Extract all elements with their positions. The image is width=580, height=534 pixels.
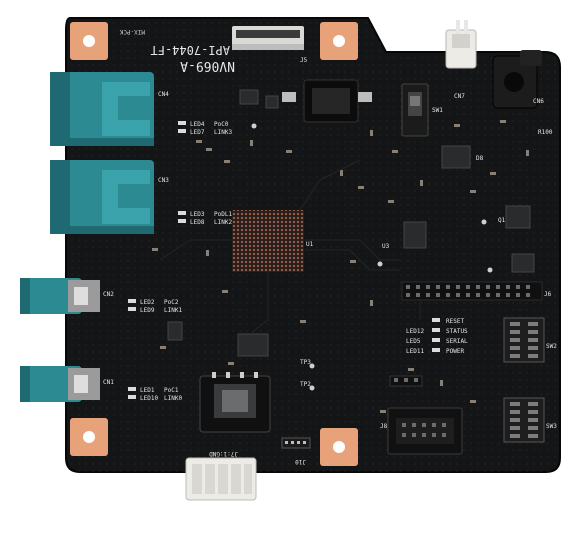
dc-jack-cn6: CN6 — [492, 50, 544, 109]
board-title-line1: NV069-A — [180, 58, 235, 73]
label-u1: U1 — [306, 241, 314, 248]
label-led10: LED10 — [140, 395, 158, 402]
maker-mark: MIX-PCK — [119, 28, 145, 35]
label-j7: J7:1:GND — [209, 450, 238, 457]
label-podl1: PoDL1 — [214, 211, 232, 218]
label-led4: LED4 — [190, 121, 205, 128]
dip-switch-sw2: SW2 — [503, 317, 557, 363]
bga-chip-u1: U1 — [232, 210, 314, 272]
status-led-block: RESET LED12 STATUS LED5 SERIAL LED11 POW… — [406, 318, 468, 355]
label-led11: LED11 — [406, 348, 424, 355]
label-j10: J10 — [295, 458, 306, 465]
label-sw3: SW3 — [546, 423, 557, 430]
connector-j10: J10 — [281, 437, 311, 465]
led-labels-left: LED4 PoC0 LED7 LINK3 LED3 PoDL1 LED8 LIN… — [140, 121, 232, 402]
board-title-line2: API-7044-FT — [151, 43, 230, 57]
fakra-connector-cn3: CN3 — [50, 160, 169, 234]
label-sw2: SW2 — [546, 343, 557, 350]
dip-switch-sw3: SW3 — [503, 397, 557, 443]
trace-lines — [159, 159, 421, 335]
label-j6: J6 — [544, 291, 552, 298]
passive-components — [152, 120, 529, 413]
fakra-connector-cn2: CN2 — [20, 278, 114, 314]
label-status: STATUS — [446, 328, 468, 335]
label-led9: LED9 — [140, 307, 155, 314]
label-d8: D8 — [476, 155, 484, 162]
slide-switch-sw1: SW1 — [401, 83, 443, 137]
label-poc1: PoC1 — [164, 387, 179, 394]
label-led5: LED5 — [406, 338, 421, 345]
fakra-connector-cn4: CN4 — [50, 72, 169, 146]
label-led7: LED7 — [190, 129, 205, 136]
label-led8: LED8 — [190, 219, 205, 226]
label-link1: LINK1 — [164, 307, 182, 314]
ffc-connector-j5: J5 — [232, 26, 308, 64]
label-cn6: CN6 — [533, 98, 544, 105]
label-led2: LED2 — [140, 299, 155, 306]
label-cn2: CN2 — [103, 291, 114, 298]
connector-j9 — [199, 372, 271, 433]
label-link0: LINK0 — [164, 395, 182, 402]
label-cn4: CN4 — [158, 91, 169, 98]
ic-packages — [167, 89, 535, 357]
label-j5: J5 — [300, 57, 308, 64]
test-points — [251, 123, 493, 391]
label-reset: RESET — [446, 318, 464, 325]
smd-leds — [128, 121, 186, 399]
label-cn7: CN7 — [454, 93, 465, 100]
label-led1: LED1 — [140, 387, 155, 394]
label-j8: J8 — [380, 423, 388, 430]
pin-header-j6: J6 — [401, 281, 552, 301]
connector-j7: J7:1:GND — [185, 450, 257, 501]
label-power: POWER — [446, 348, 464, 355]
label-led12: LED12 — [406, 328, 424, 335]
label-cn1: CN1 — [103, 379, 114, 386]
label-r100: R100 — [538, 129, 553, 136]
power-connector-cn7: CN7 — [445, 20, 477, 100]
pin-header-3pin — [389, 375, 423, 387]
label-link2: LINK2 — [214, 219, 232, 226]
label-poc2: PoC2 — [164, 299, 179, 306]
label-poc0: PoC0 — [214, 121, 229, 128]
box-header-j8: J8 — [380, 407, 463, 455]
label-link3: LINK3 — [214, 129, 232, 136]
label-u3: U3 — [382, 243, 390, 250]
label-led3: LED3 — [190, 211, 205, 218]
label-tp3: TP3 — [300, 359, 311, 366]
mounting-pads — [70, 22, 358, 466]
label-serial: SERIAL — [446, 338, 468, 345]
label-sw1: SW1 — [432, 107, 443, 114]
power-inductor — [282, 79, 372, 123]
label-tp2: TP2 — [300, 381, 311, 388]
label-q1: Q1 — [498, 217, 506, 224]
fakra-connector-cn1: CN1 — [20, 366, 114, 402]
label-cn3: CN3 — [158, 177, 169, 184]
